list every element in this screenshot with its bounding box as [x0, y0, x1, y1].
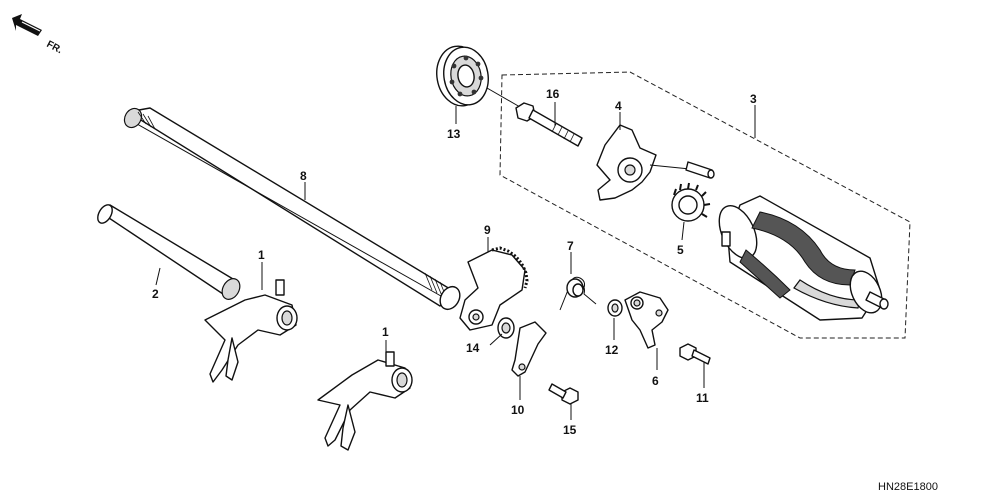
- bolt-16: [515, 102, 583, 147]
- dowel-pin: [685, 161, 715, 179]
- callout-5: 5: [677, 243, 684, 257]
- bolt-15: [548, 383, 579, 405]
- callout-2: 2: [152, 287, 159, 301]
- callout-14: 14: [466, 341, 480, 355]
- callout-4: 4: [615, 99, 622, 113]
- callout-8: 8: [300, 169, 307, 183]
- fork-shaft: [97, 204, 241, 300]
- callout-7: 7: [567, 239, 574, 253]
- gearshift-drum: [718, 195, 889, 321]
- callout-16: 16: [546, 87, 560, 101]
- leader-lines: [155, 102, 756, 420]
- shift-fork-lower: [317, 351, 413, 451]
- callout-12: 12: [605, 343, 619, 357]
- bolt-11: [679, 343, 711, 365]
- bearing: [436, 45, 489, 107]
- return-spring: [559, 276, 597, 311]
- callout-9: 9: [484, 223, 491, 237]
- center-gear: [671, 182, 711, 222]
- link-plate: [511, 321, 547, 377]
- callout-3: 3: [750, 92, 757, 106]
- diagram-code: HN28E1800: [878, 481, 938, 493]
- callout-6: 6: [652, 374, 659, 388]
- shift-shaft: [123, 107, 461, 311]
- callout-13: 13: [447, 127, 461, 141]
- assembly-group-outline: [499, 71, 911, 339]
- shift-fork-upper: [204, 279, 298, 383]
- front-arrow-label: FR.: [45, 39, 65, 56]
- washer-14: [497, 317, 515, 339]
- callout-15: 15: [563, 423, 577, 437]
- callout-1b: 1: [382, 325, 389, 339]
- callout-1a: 1: [258, 248, 265, 262]
- stopper-plate: [624, 291, 669, 349]
- callout-10: 10: [511, 403, 525, 417]
- callout-11: 11: [696, 391, 709, 405]
- drum-cam: [596, 124, 701, 201]
- washer-12: [607, 299, 623, 317]
- front-arrow-icon: [12, 14, 42, 36]
- gear-shift-arm: [459, 246, 529, 331]
